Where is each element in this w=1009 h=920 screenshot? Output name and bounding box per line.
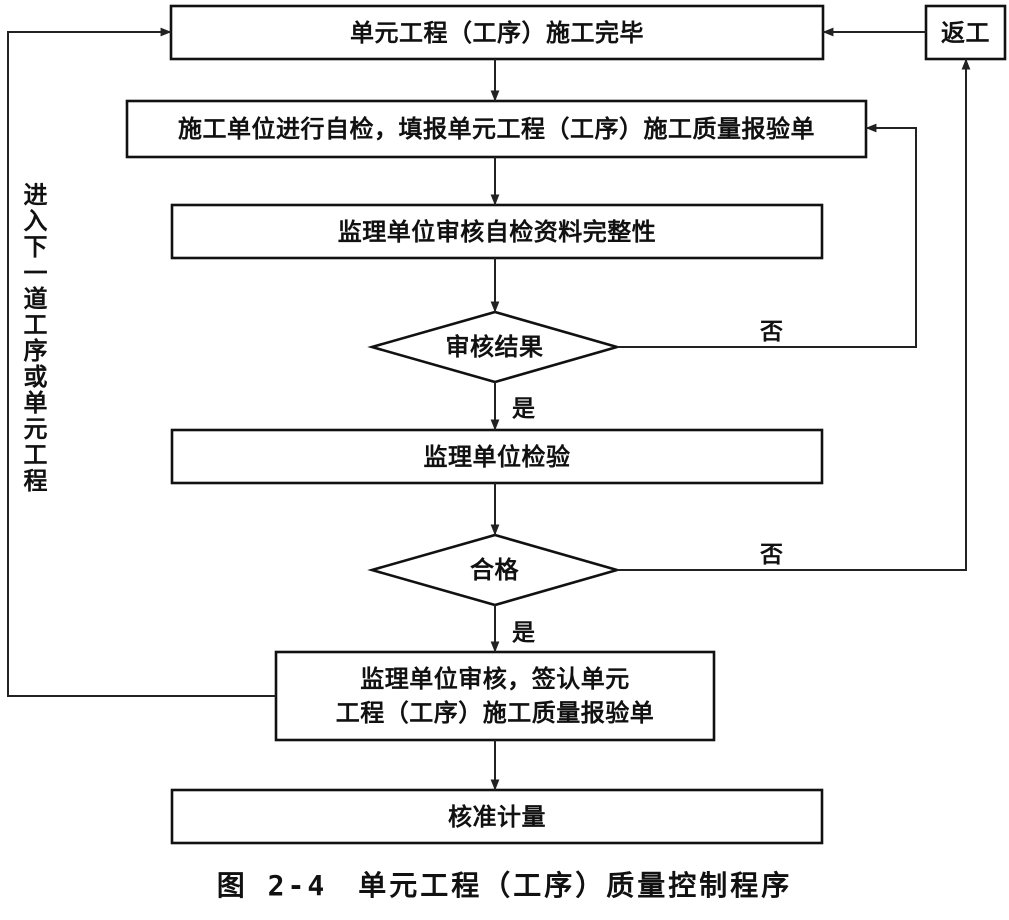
- self-check-label: 施工单位进行自检，填报单元工程（工序）施工质量报验单: [178, 115, 815, 143]
- review-data-label: 监理单位审核自检资料完整性: [337, 217, 657, 246]
- arrow-qualified-no-to-rework: [617, 58, 971, 571]
- figure-caption: 图 2-4 单元工程（工序）质量控制程序: [216, 869, 793, 902]
- qualified-yes-label: 是: [512, 620, 535, 646]
- approve-measure-box: [170, 788, 824, 845]
- next-process-label: 进入下一道工序或单元工程: [19, 182, 47, 494]
- qualified-label: 合格: [470, 556, 519, 584]
- inspection-label: 监理单位检验: [423, 442, 571, 471]
- sign-off-label: 监理单位审核，签认单元 工程（工序）施工质量报验单: [335, 665, 655, 727]
- completion-label: 单元工程（工序）施工完毕: [350, 18, 644, 47]
- approve-measure-label: 核准计量: [448, 802, 546, 831]
- review-yes-label: 是: [512, 396, 535, 422]
- arrow-signoff-to-next-process: [7, 27, 276, 697]
- arrow-result-no-to-selfcheck: [617, 123, 917, 348]
- review-result-label: 审核结果: [445, 333, 544, 361]
- review-no-label: 否: [760, 319, 783, 345]
- qualified-no-label: 否: [760, 542, 783, 568]
- review-data-box: [170, 203, 824, 260]
- rework-label: 返工: [941, 18, 990, 47]
